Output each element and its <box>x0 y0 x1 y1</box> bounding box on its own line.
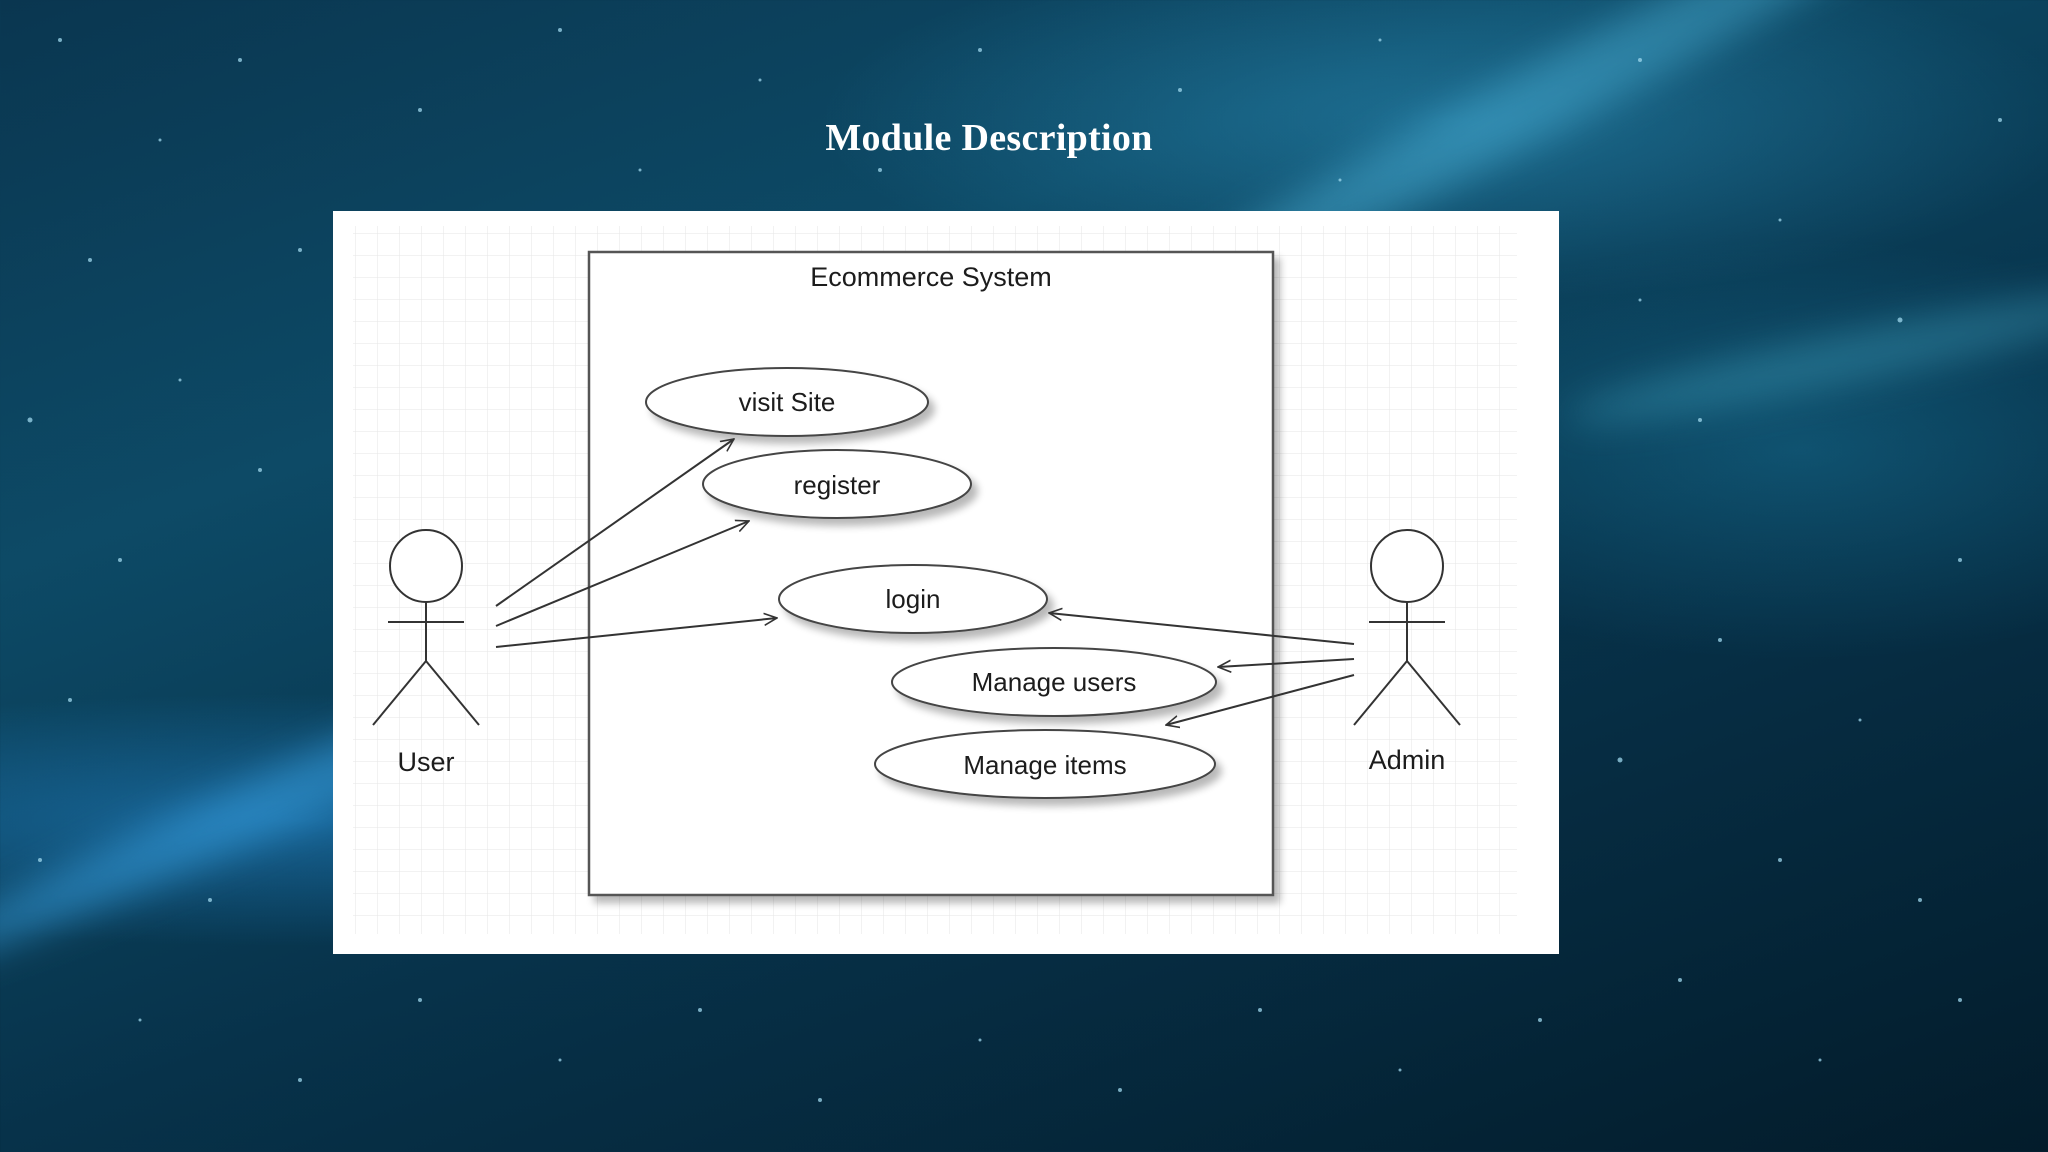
actor-admin <box>1353 529 1461 726</box>
actor-admin-head-icon <box>1370 529 1444 603</box>
use-case-manage-items-label: Manage items <box>963 750 1126 780</box>
light-streak-right <box>1561 268 2048 442</box>
use-case-visit-site: visit Site <box>645 367 929 437</box>
use-case-manage-items: Manage items <box>874 729 1216 799</box>
use-case-diagram-canvas: Ecommerce System visit Site register log… <box>353 226 1517 934</box>
association-user-register <box>495 521 749 627</box>
association-admin-login <box>1049 613 1355 645</box>
association-user-login <box>495 618 777 648</box>
actor-user-head-icon <box>389 529 463 603</box>
system-name: Ecommerce System <box>810 262 1052 292</box>
use-case-manage-users: Manage users <box>891 647 1217 717</box>
actor-user-label: User <box>397 747 454 777</box>
actor-admin-label: Admin <box>1369 745 1446 775</box>
use-case-manage-users-label: Manage users <box>972 667 1137 697</box>
use-case-visit-site-label: visit Site <box>739 387 836 417</box>
association-admin-manage-users <box>1218 658 1355 667</box>
use-case-register-label: register <box>794 470 881 500</box>
use-case-diagram: Ecommerce System visit Site register log… <box>333 211 1559 954</box>
slide-title: Module Description <box>825 117 1153 159</box>
use-case-login: login <box>778 564 1048 634</box>
association-admin-manage-items <box>1166 674 1355 725</box>
actor-user <box>372 529 480 726</box>
use-case-register: register <box>702 449 972 519</box>
use-case-login-label: login <box>886 584 941 614</box>
association-user-visit-site <box>495 439 734 607</box>
